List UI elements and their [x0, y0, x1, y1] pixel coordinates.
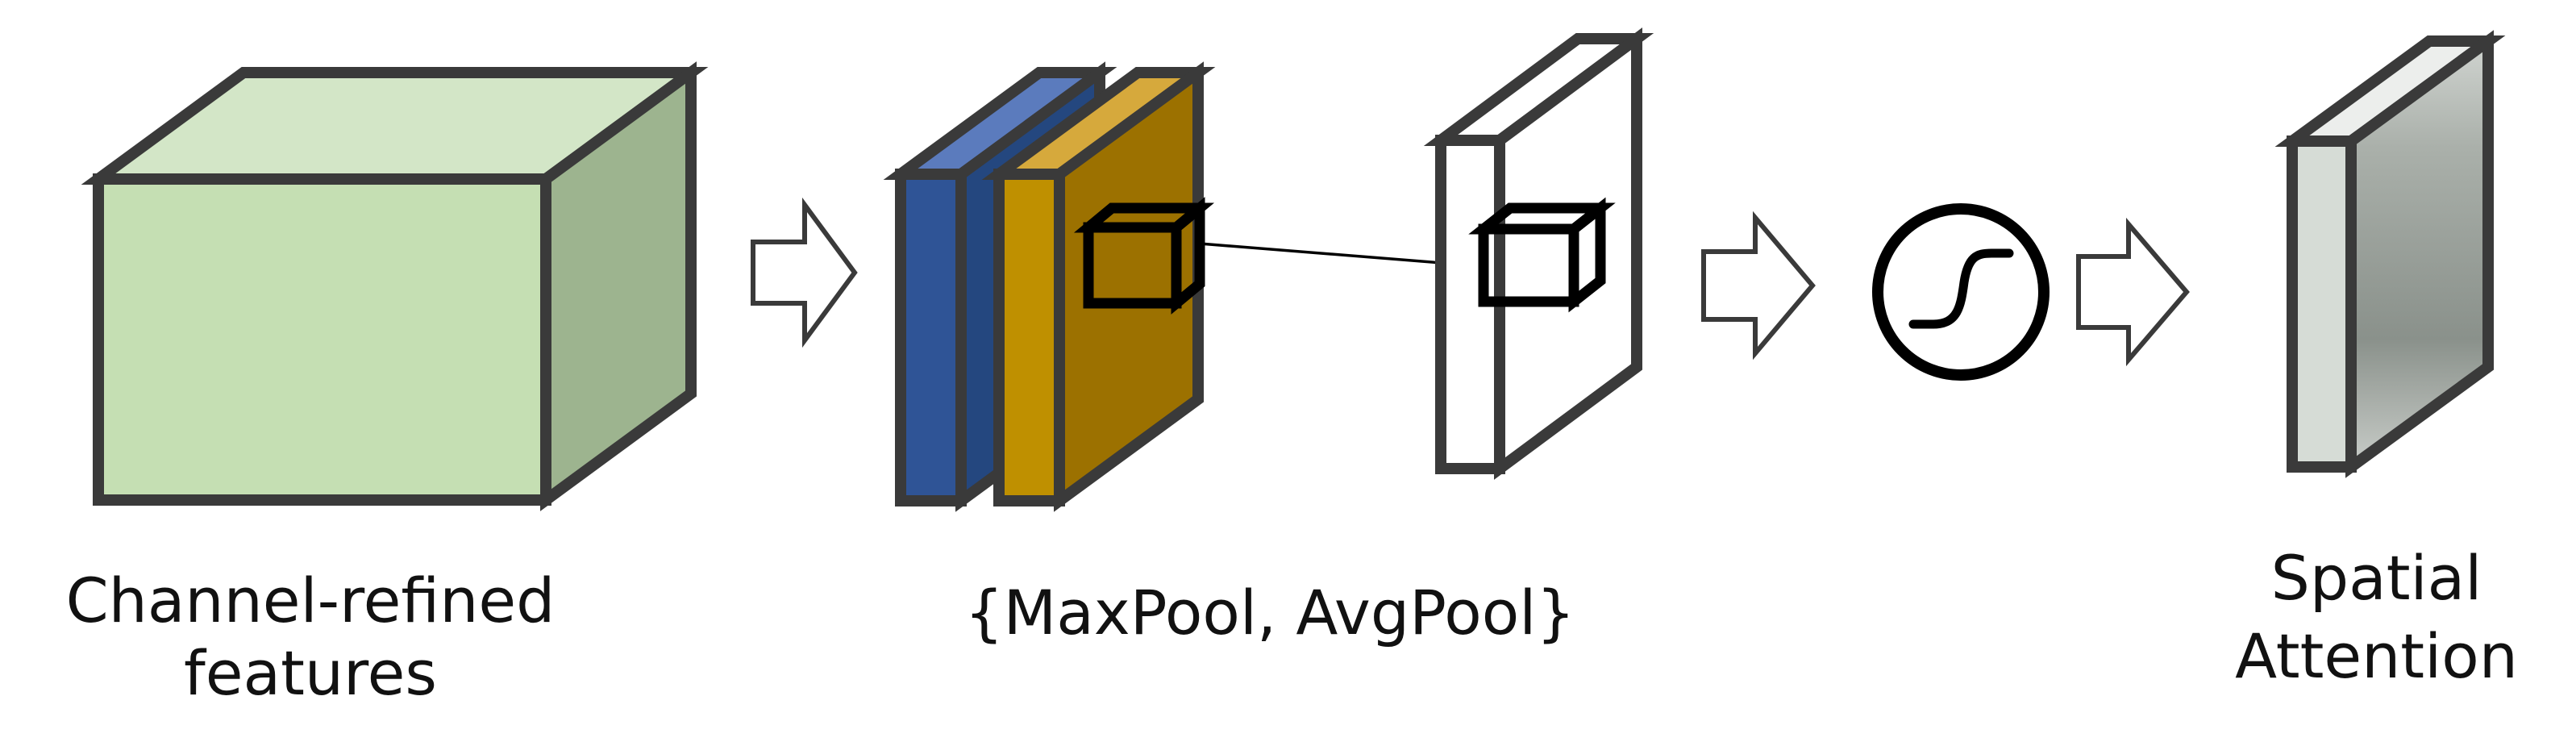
- input-features-label: Channel-refined features: [0, 565, 621, 709]
- avgpool-map: [981, 61, 1216, 512]
- spatial-attention-label: Spatial Attention: [2177, 539, 2576, 696]
- hollow-right-arrow-icon: [1701, 211, 1816, 361]
- input-label-line-1: Channel-refined: [65, 565, 556, 636]
- output-label-line-2: Attention: [2235, 620, 2518, 693]
- avgpool-front-face: [993, 169, 1065, 506]
- hollow-right-arrow-icon: [2076, 217, 2190, 367]
- pooling-label: {MaxPool, AvgPool}: [964, 577, 1575, 648]
- wireframe-cube-icon: [1073, 197, 1215, 315]
- hollow-right-arrow-icon: [751, 197, 858, 348]
- wireframe-cube-icon: [1468, 197, 1616, 313]
- input-feature-cube: [81, 61, 709, 511]
- sigmoid-icon: [1872, 203, 2050, 381]
- convolution-connector: [1199, 242, 1485, 278]
- convolved-map: [1423, 27, 1654, 480]
- attention-front-face: [2287, 135, 2357, 473]
- maxpool-front-face: [895, 169, 967, 506]
- output-label-line-1: Spatial: [2270, 542, 2482, 614]
- spatial-attention-map: [2274, 30, 2506, 478]
- input-label-line-2: features: [184, 636, 437, 709]
- input-cube-front-face: [93, 173, 551, 506]
